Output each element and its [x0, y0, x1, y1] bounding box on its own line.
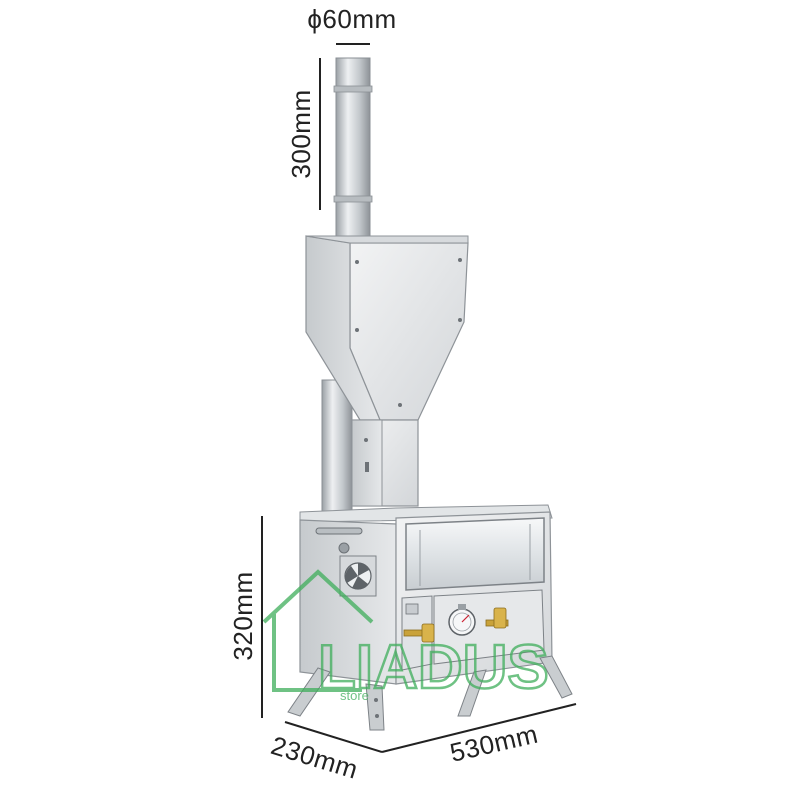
- watermark-logo: LIADUS store: [262, 569, 550, 703]
- watermark-sub: store: [340, 688, 369, 703]
- glass-window: [405, 517, 545, 591]
- stove-legs: [287, 655, 573, 731]
- brass-valve-left: [403, 623, 435, 643]
- pipe-diameter-label: ϕ60mm: [307, 4, 396, 34]
- air-vent-dial: [339, 555, 377, 597]
- neck-box: [351, 419, 419, 507]
- watermark-brand: LIADUS: [318, 633, 549, 702]
- brass-valve-right: [485, 607, 509, 629]
- height-label: 320mm: [228, 571, 258, 660]
- temperature-gauge-icon: [448, 604, 476, 636]
- width-label: 530mm: [447, 719, 541, 768]
- chimney-pipe: [333, 57, 373, 249]
- dimension-lines: [261, 43, 577, 753]
- lower-pipe: [321, 379, 353, 521]
- pipe-length-label: 300mm: [286, 89, 316, 178]
- water-tank: [305, 235, 469, 421]
- side-handle: [315, 527, 363, 554]
- depth-label: 230mm: [268, 730, 362, 785]
